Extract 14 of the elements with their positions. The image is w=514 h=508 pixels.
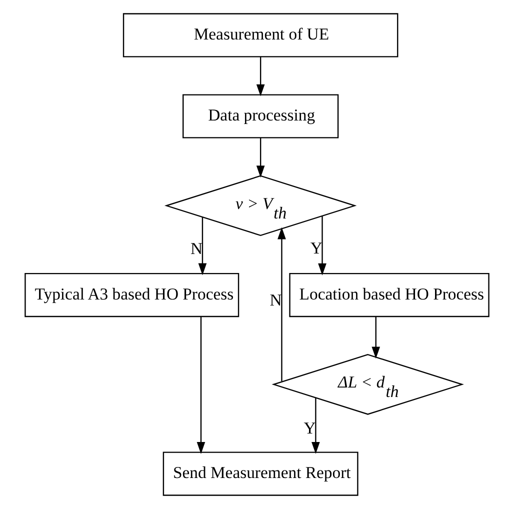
arrow (256, 137, 265, 178)
arrow (196, 316, 206, 454)
arrow (278, 226, 286, 381)
node-box: Location based HO Process (289, 272, 490, 317)
arrow (198, 216, 207, 275)
node-box: Send Measurement Report (162, 451, 358, 496)
arrow (372, 316, 380, 358)
node-box: Data processing (182, 94, 339, 138)
node-box: Measurement of UE (122, 12, 398, 57)
arrow (256, 56, 265, 96)
arrow (318, 216, 326, 275)
edge-label: N (190, 238, 203, 258)
node-box: Typical A3 based HO Process (24, 272, 240, 317)
arrow (312, 397, 320, 454)
